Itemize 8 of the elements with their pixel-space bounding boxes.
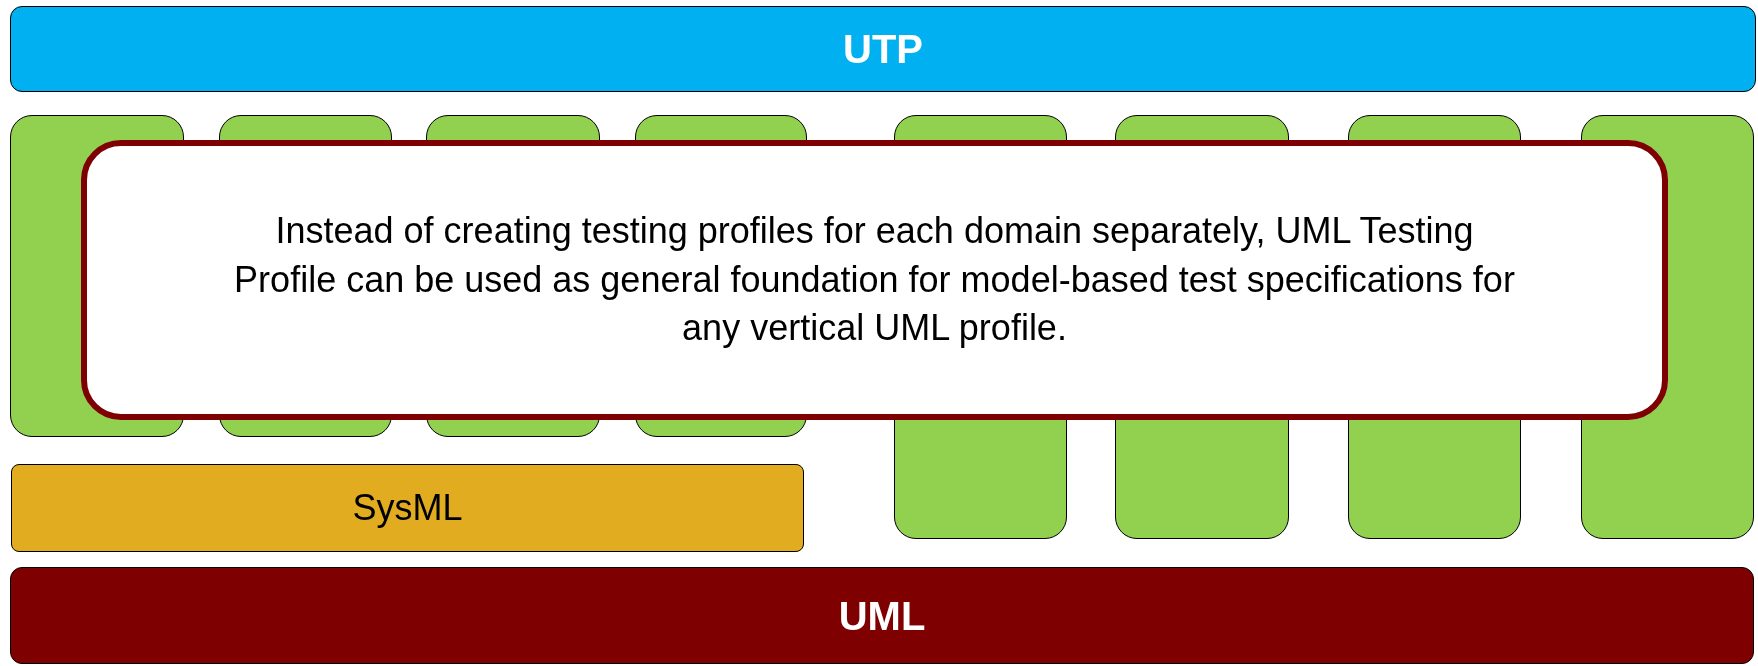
label-text: Instead of creating testing profiles for each domain separately, UML Testing Profile can be used as general foundation for model-based test specifications for any vertical UML profile. bbox=[233, 209, 1516, 351]
label-text: SysML bbox=[352, 485, 463, 530]
callout-tooltip bbox=[81, 140, 1668, 420]
label-text: UML bbox=[838, 592, 926, 640]
layer-bar bbox=[11, 464, 804, 552]
label-text: UTP bbox=[843, 26, 923, 73]
layer-bar bbox=[10, 567, 1754, 664]
layer-bar bbox=[10, 6, 1756, 92]
